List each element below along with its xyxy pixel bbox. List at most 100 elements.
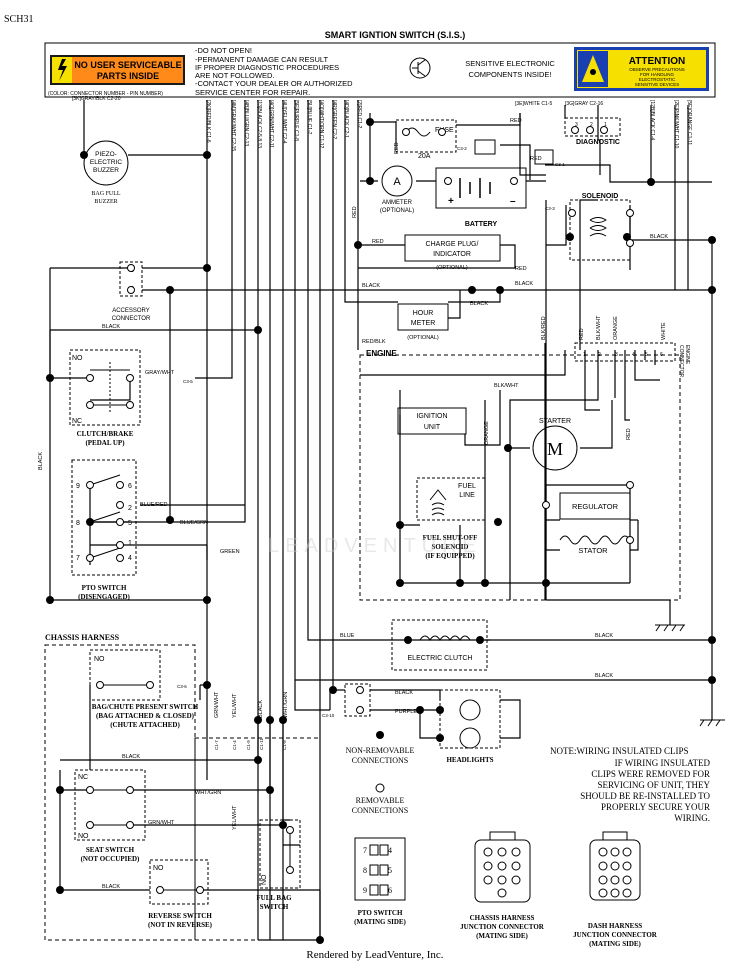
seat-label: SEAT SWITCH — [86, 846, 135, 854]
wire-label-orange: ORANGE — [484, 421, 490, 445]
svg-text:4: 4 — [388, 846, 392, 855]
no-label: NO — [72, 355, 83, 362]
note-line: SHOULD BE RE-INSTALLED TO — [580, 791, 710, 801]
battery: + – BATTERY — [435, 167, 527, 228]
sis-pin-labels: [3K]GRAY/BLK C2-20 [2K]RED/BLK C1-6 [4M]… — [72, 96, 692, 151]
wire-label-purple: PURPLE — [395, 709, 417, 715]
sis-title: SMART IGNTION SWITCH (S.I.S.) — [325, 30, 466, 40]
pto-mating-connector — [354, 837, 406, 901]
svg-text:2: 2 — [598, 352, 601, 358]
dash-junction-connector — [589, 831, 641, 901]
legend-label: PTO SWITCH — [358, 909, 403, 917]
attention-line: SENSITIVE DEVICES — [635, 82, 680, 87]
wire-label-gray-wht: GRAY/WHT — [145, 370, 175, 376]
pin-label: [4O]WHT/ORN C1-12 — [318, 100, 324, 149]
warning-line: SERVICE CENTER FOR REPAIR. — [195, 88, 310, 97]
svg-text:9: 9 — [76, 483, 80, 490]
wire-label-blu-grn: BLUE/GRN — [180, 520, 208, 526]
sis-warnings: -DO NOT OPEN! -PERMANENT DAMAGE CAN RESU… — [195, 46, 353, 97]
svg-text:5: 5 — [128, 520, 132, 527]
fuel-shutoff-label: SOLENOID — [432, 543, 469, 551]
regulator-label: REGULATOR — [572, 502, 619, 511]
hour-meter: HOUR METER (OPTIONAL) — [397, 303, 449, 341]
diagnostic-label: DIAGNOSTIC — [576, 139, 620, 146]
pin-label: [2E]PINK/WHT C1-10 — [673, 100, 679, 148]
pin-label: [4R]GREEN C2-2 — [331, 100, 337, 139]
note-line: CLIPS WERE REMOVED FOR — [591, 769, 710, 779]
attention-line: OBSERVE PRECAUTIONS — [629, 67, 684, 72]
legend-label: (MATING SIDE) — [589, 940, 641, 948]
hour-meter-label: HOUR — [413, 310, 434, 317]
non-removable-dot-icon — [376, 731, 384, 739]
ammeter: A AMMETER (OPTIONAL) — [380, 165, 414, 214]
connector-label: C3-6 — [177, 684, 187, 689]
ignition-label: IGNITION — [416, 413, 447, 420]
starter-motor — [532, 425, 578, 471]
page-code: SCH31 — [4, 14, 33, 25]
svg-text:3: 3 — [615, 352, 618, 358]
removable-circle-icon — [375, 783, 385, 793]
svg-text:1: 1 — [583, 352, 586, 358]
chassis-label: CHASSIS HARNESS — [45, 633, 120, 642]
removable-connections — [86, 126, 634, 894]
svg-text:2: 2 — [590, 122, 593, 128]
wire-label-red: RED — [372, 239, 384, 245]
svg-text:1: 1 — [604, 122, 607, 128]
pin-label: [4Q]GRN/WHT C2-11 — [268, 100, 274, 148]
legend-label: (MATING SIDE) — [354, 918, 406, 926]
wire-label-red: RED — [394, 142, 400, 154]
fuse-20a: FUSE 20A C3-2 — [395, 119, 467, 160]
watermark: LEADVENTURE — [268, 535, 482, 557]
headlights-label: HEADLIGHTS — [446, 756, 493, 764]
nc-label: NC — [72, 418, 82, 425]
svg-text:1: 1 — [128, 540, 132, 547]
svg-text:4: 4 — [128, 555, 132, 562]
charge-plug-indicator: CHARGE PLUG/ INDICATOR (OPTIONAL) — [404, 234, 501, 271]
charge-plug-optional: (OPTIONAL) — [436, 265, 468, 271]
wiring-note: NOTE:WIRING INSULATED CLIPS IF WIRING IN… — [550, 746, 710, 823]
fuel-shutoff-label: (IF EQUIPPED) — [425, 552, 475, 560]
wire-label-black: BLACK — [595, 633, 613, 639]
chassis-harness: CHASSIS HARNESS NO BAG/CHUTE PRESENT SWI… — [44, 633, 321, 941]
attention-title: ATTENTION — [629, 56, 685, 67]
bag-full-buzzer-label: BUZZER — [94, 199, 117, 205]
wire-label-white: WHITE — [661, 322, 667, 340]
stator-coil — [559, 535, 631, 545]
svg-text:8: 8 — [76, 520, 80, 527]
wire-label-wht-grn: WHT/GRN — [195, 790, 221, 796]
electric-clutch-label: ELECTRIC CLUTCH — [408, 655, 473, 662]
connector-label: C1-4 — [232, 740, 237, 750]
nc-label: NC — [78, 774, 88, 781]
note-line: NOTE:WIRING INSULATED CLIPS — [550, 746, 689, 756]
connector-label: C3-1 — [555, 162, 565, 167]
transistor-icon — [409, 57, 431, 79]
sensitive-line-1: SENSITIVE ELECTRONIC — [465, 59, 555, 68]
footer-credit: Rendered by LeadVenture, Inc. — [306, 949, 443, 961]
charge-plug-label: CHARGE PLUG/ — [426, 241, 479, 248]
wire-label-red: RED — [352, 206, 358, 218]
wire-label-grn-wht: GRN/WHT — [214, 691, 220, 718]
svg-text:6: 6 — [388, 886, 392, 895]
wire-label-black: BLACK — [470, 301, 488, 307]
wire-label-red: RED — [626, 428, 632, 440]
no-label: NO — [78, 833, 89, 840]
light-switch — [344, 683, 371, 717]
pin-label: [2K]RED/BLK C1-6 — [205, 100, 211, 143]
ignition-unit — [397, 407, 467, 435]
color-note: (COLOR: CONNECTOR NUMBER - PIN NUMBER) — [48, 91, 163, 97]
wire-label-black: BLACK — [650, 234, 668, 240]
svg-text:6: 6 — [128, 483, 132, 490]
connector-label: C1-8 — [282, 740, 287, 750]
junction-dots — [46, 118, 716, 944]
wire-labels: RED RED RED RED RED RED BLACK BLACK BLAC… — [38, 118, 668, 890]
accessory-label: ACCESSORY — [112, 308, 150, 314]
clutch-label: (PEDAL UP) — [85, 439, 125, 447]
wire-label-green: GREEN — [220, 549, 240, 555]
pin-label: [5U]BLUE C1-7 — [306, 100, 312, 135]
wire-label-wht-grn: WHT/GRN — [283, 692, 289, 718]
lightning-icon — [58, 59, 67, 81]
svg-text:5: 5 — [388, 866, 392, 875]
battery-minus-icon: – — [510, 196, 516, 207]
wire-label-red-blk: RED/BLK — [362, 339, 386, 345]
